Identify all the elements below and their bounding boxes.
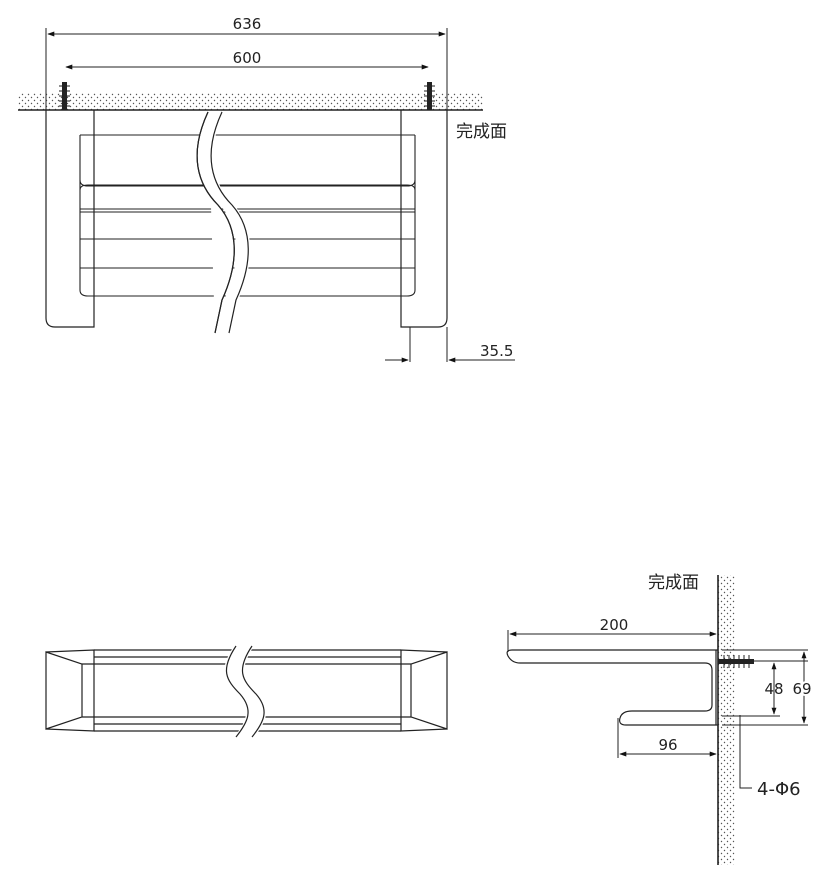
side-view	[506, 575, 808, 865]
hole-spec-label: 4-Φ6	[757, 779, 801, 800]
wall-hatch-band-side	[718, 575, 735, 865]
screw-side	[718, 655, 754, 668]
top-view	[45, 645, 448, 738]
shelf-profile	[506, 649, 718, 726]
dim-label-69: 69	[792, 680, 811, 698]
finished-surface-label-front: 完成面	[456, 122, 507, 142]
finished-surface-label-side: 完成面	[648, 573, 699, 593]
dim-label-636: 636	[233, 15, 262, 33]
rack-slats	[79, 109, 416, 297]
break-symbol	[196, 111, 251, 334]
screw-left	[59, 82, 70, 110]
top-right-end	[410, 651, 448, 730]
left-end-bracket	[45, 110, 95, 328]
right-end-bracket	[400, 110, 448, 328]
dim-label-48: 48	[764, 680, 783, 698]
dim-label-96: 96	[658, 736, 677, 754]
break-symbol-top	[224, 645, 267, 738]
front-view	[18, 28, 515, 363]
screw-right	[424, 82, 435, 110]
top-left-end	[45, 651, 83, 730]
dim-label-200: 200	[600, 616, 629, 634]
hole-leader	[739, 715, 752, 789]
dim-label-600: 600	[233, 49, 262, 67]
dim-label-35-5: 35.5	[480, 342, 513, 360]
wall-hatch-band	[18, 93, 483, 110]
